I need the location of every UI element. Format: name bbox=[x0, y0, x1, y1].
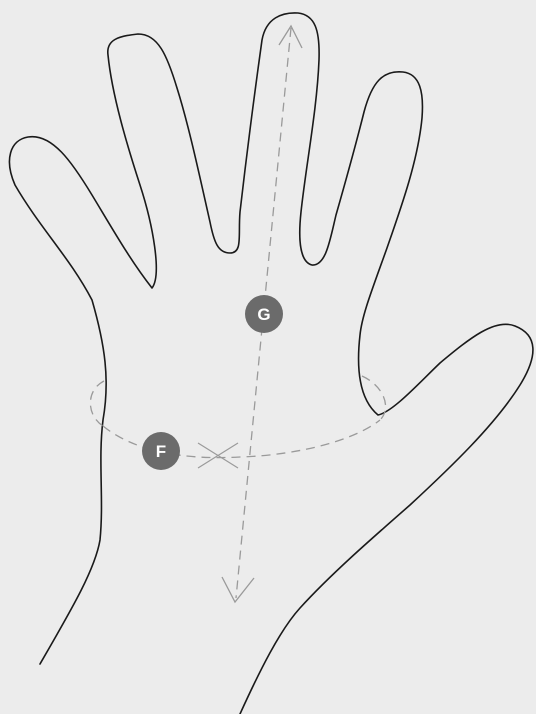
measurement-marker-g-label: G bbox=[257, 305, 270, 324]
hand-outline bbox=[9, 13, 532, 714]
cross-mark bbox=[198, 443, 238, 468]
measurement-marker-f: F bbox=[142, 432, 180, 470]
measurement-marker-f-label: F bbox=[156, 442, 166, 461]
measurement-marker-g: G bbox=[245, 295, 283, 333]
circumference-guide-back bbox=[90, 381, 104, 426]
